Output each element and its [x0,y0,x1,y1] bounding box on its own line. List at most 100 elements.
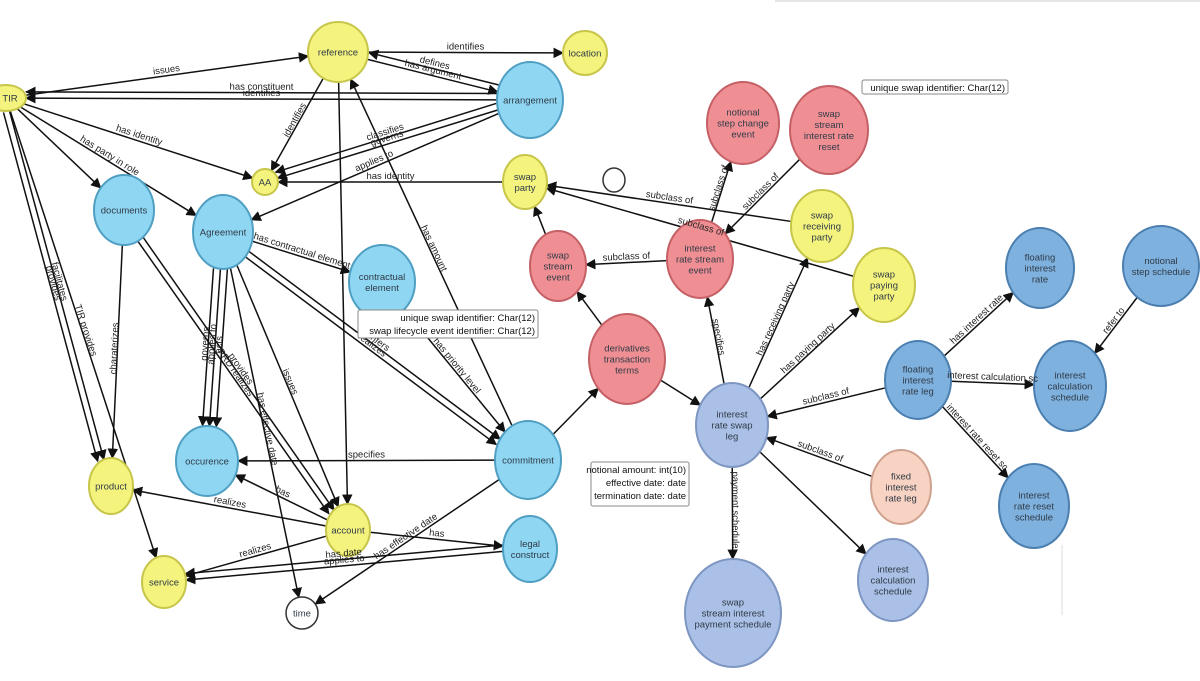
edge-label: interest rate reset sc [944,402,1011,473]
node-label: calculation [1048,382,1093,393]
note-line: effective date: date [606,478,686,489]
edge-interest-rate-swap-leg-to-swap-receiving-party [748,256,809,389]
node-shape [325,503,371,557]
node-arrangement[interactable]: arrangement [496,61,564,139]
node-label: rate swap [711,421,752,432]
node-agreement[interactable]: Agreement [192,194,254,270]
node-shape [494,420,562,500]
node-shape [562,30,608,76]
node-label: event [688,266,712,277]
node-label: floating [903,365,934,376]
node-label: payment schedule [694,620,771,631]
note-line: notional amount: int(10) [586,465,686,476]
edge-label: has paying party [779,321,838,376]
edge-label: acts [213,336,225,354]
node-label: leg [726,432,739,443]
node-label: rate [1032,275,1048,286]
node-label: rate stream [676,255,724,266]
node-shape [588,313,666,405]
edge-arrangement-to-reference [367,49,500,86]
node-shape [0,84,27,112]
node-commitment[interactable]: commitment [494,420,562,500]
node-time[interactable]: time [285,596,319,630]
node-label: schedule [874,587,912,598]
node-label: arrangement [503,96,557,107]
node-shape [93,174,155,246]
node-label: documents [101,206,148,217]
node-label: time [293,609,311,620]
edge-label: has constituent [230,82,294,93]
node-shape [192,194,254,270]
node-shape [789,85,869,175]
node-tir[interactable]: TIR [0,84,27,112]
node-label: transaction [604,355,650,366]
node-product[interactable]: product [88,457,134,515]
edge-tir-to-reference [25,52,310,97]
edge-label: charaterizes [108,322,121,374]
node-reference[interactable]: reference [307,21,369,83]
node-label: terms [615,366,639,377]
node-account[interactable]: account [325,503,371,557]
edge-commitment-to-occurence [236,455,496,467]
edge-arrangement-to-aa [274,102,497,175]
node-shape [790,189,854,263]
edge-interest-rate-swap-leg-to-interest-rate-stream-event [703,295,725,385]
node-location[interactable]: location [562,30,608,76]
edge-label: applies to [206,324,220,365]
node-service[interactable]: service [141,555,187,609]
note-line: unique swap identifier: Char(12) [870,83,1005,94]
attribute-note: unique swap identifier: Char(12) [861,79,1009,95]
node-label: product [95,482,127,493]
node-shape [998,463,1070,549]
edge-agreement-to-account [236,264,340,508]
node-shape [175,425,239,497]
note-line: termination date: date [594,491,686,502]
node-label: element [365,283,399,294]
node-shape [307,21,369,83]
node-label: service [149,578,179,589]
edge-swap-stream-event-to-swap-party [533,205,547,235]
node-label: account [331,526,365,537]
attribute-note: notional amount: int(10) effective date: … [586,461,690,507]
node-label: step schedule [1132,267,1191,278]
node-label: interest [1024,264,1056,275]
edge-tir-to-product [8,110,107,461]
node-label: swap [547,251,569,262]
edge-label: identifies [281,101,309,139]
node-occurence[interactable]: occurence [175,425,239,497]
edge-label: has identity [366,171,414,182]
node-label: notional [726,108,759,119]
node-label: occurence [185,457,229,468]
node-small-circle[interactable] [602,167,626,193]
node-aa[interactable]: AA [251,168,279,196]
note-box [861,79,1009,95]
node-label: swap [722,598,744,609]
node-documents[interactable]: documents [93,174,155,246]
edge-agreement-to-contractual-element [251,240,352,275]
edge-legal-construct-to-service [184,550,504,585]
node-label: Agreement [200,228,247,239]
edge-commitment-to-reference [349,78,513,427]
